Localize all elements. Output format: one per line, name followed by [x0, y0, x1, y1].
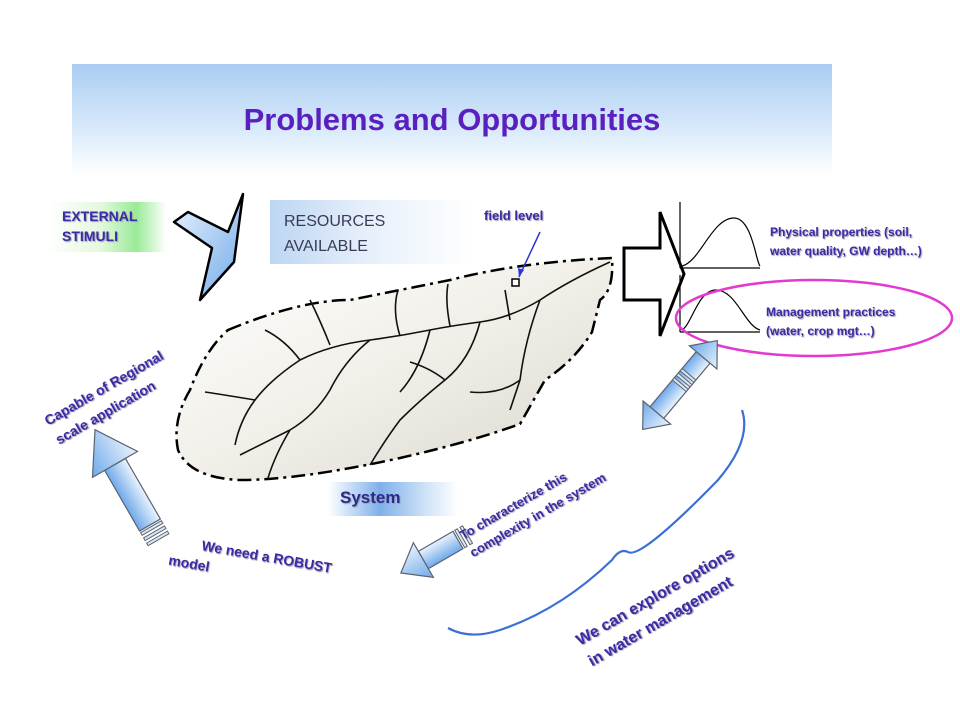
external-stimuli-label: EXTERNAL STIMULI [62, 206, 137, 246]
external-stimuli-line1: EXTERNAL [62, 208, 138, 224]
curly-brace-icon [447, 409, 746, 636]
physical-line1: Physical properties (soil, [770, 225, 913, 239]
page-title: Problems and Opportunities [243, 102, 661, 137]
management-highlight-ellipse [674, 278, 954, 358]
distribution-chart-physical [679, 202, 761, 269]
arrow-up-regional-icon [91, 428, 170, 547]
resources-highlight [270, 200, 470, 264]
external-stimuli-line2: STIMULI [62, 228, 118, 244]
field-level-pointer-icon [518, 231, 541, 278]
double-arrow-icon [642, 339, 718, 431]
system-label: System [340, 488, 401, 507]
management-line1: Management practices [766, 305, 896, 319]
resources-label: RESOURCES AVAILABLE [284, 209, 385, 259]
lightning-arrow-icon [172, 192, 245, 302]
right-arrow-icon [622, 211, 686, 337]
management-practices-label: Management practices (water, crop mgt…) [766, 303, 895, 341]
watershed-field [175, 256, 614, 482]
management-line2: (water, crop mgt…) [766, 324, 875, 338]
system-highlight [328, 482, 458, 516]
resources-line1: RESOURCES [284, 213, 386, 230]
title-banner: Problems and Opportunities [72, 64, 832, 176]
resources-line2: AVAILABLE [284, 238, 368, 255]
physical-line2: water quality, GW depth…) [770, 244, 922, 258]
external-stimuli-highlight [48, 202, 166, 252]
arrow-characterize-icon [399, 525, 474, 579]
field-level-label: field level [484, 208, 544, 223]
physical-properties-label: Physical properties (soil, water quality… [770, 223, 922, 261]
